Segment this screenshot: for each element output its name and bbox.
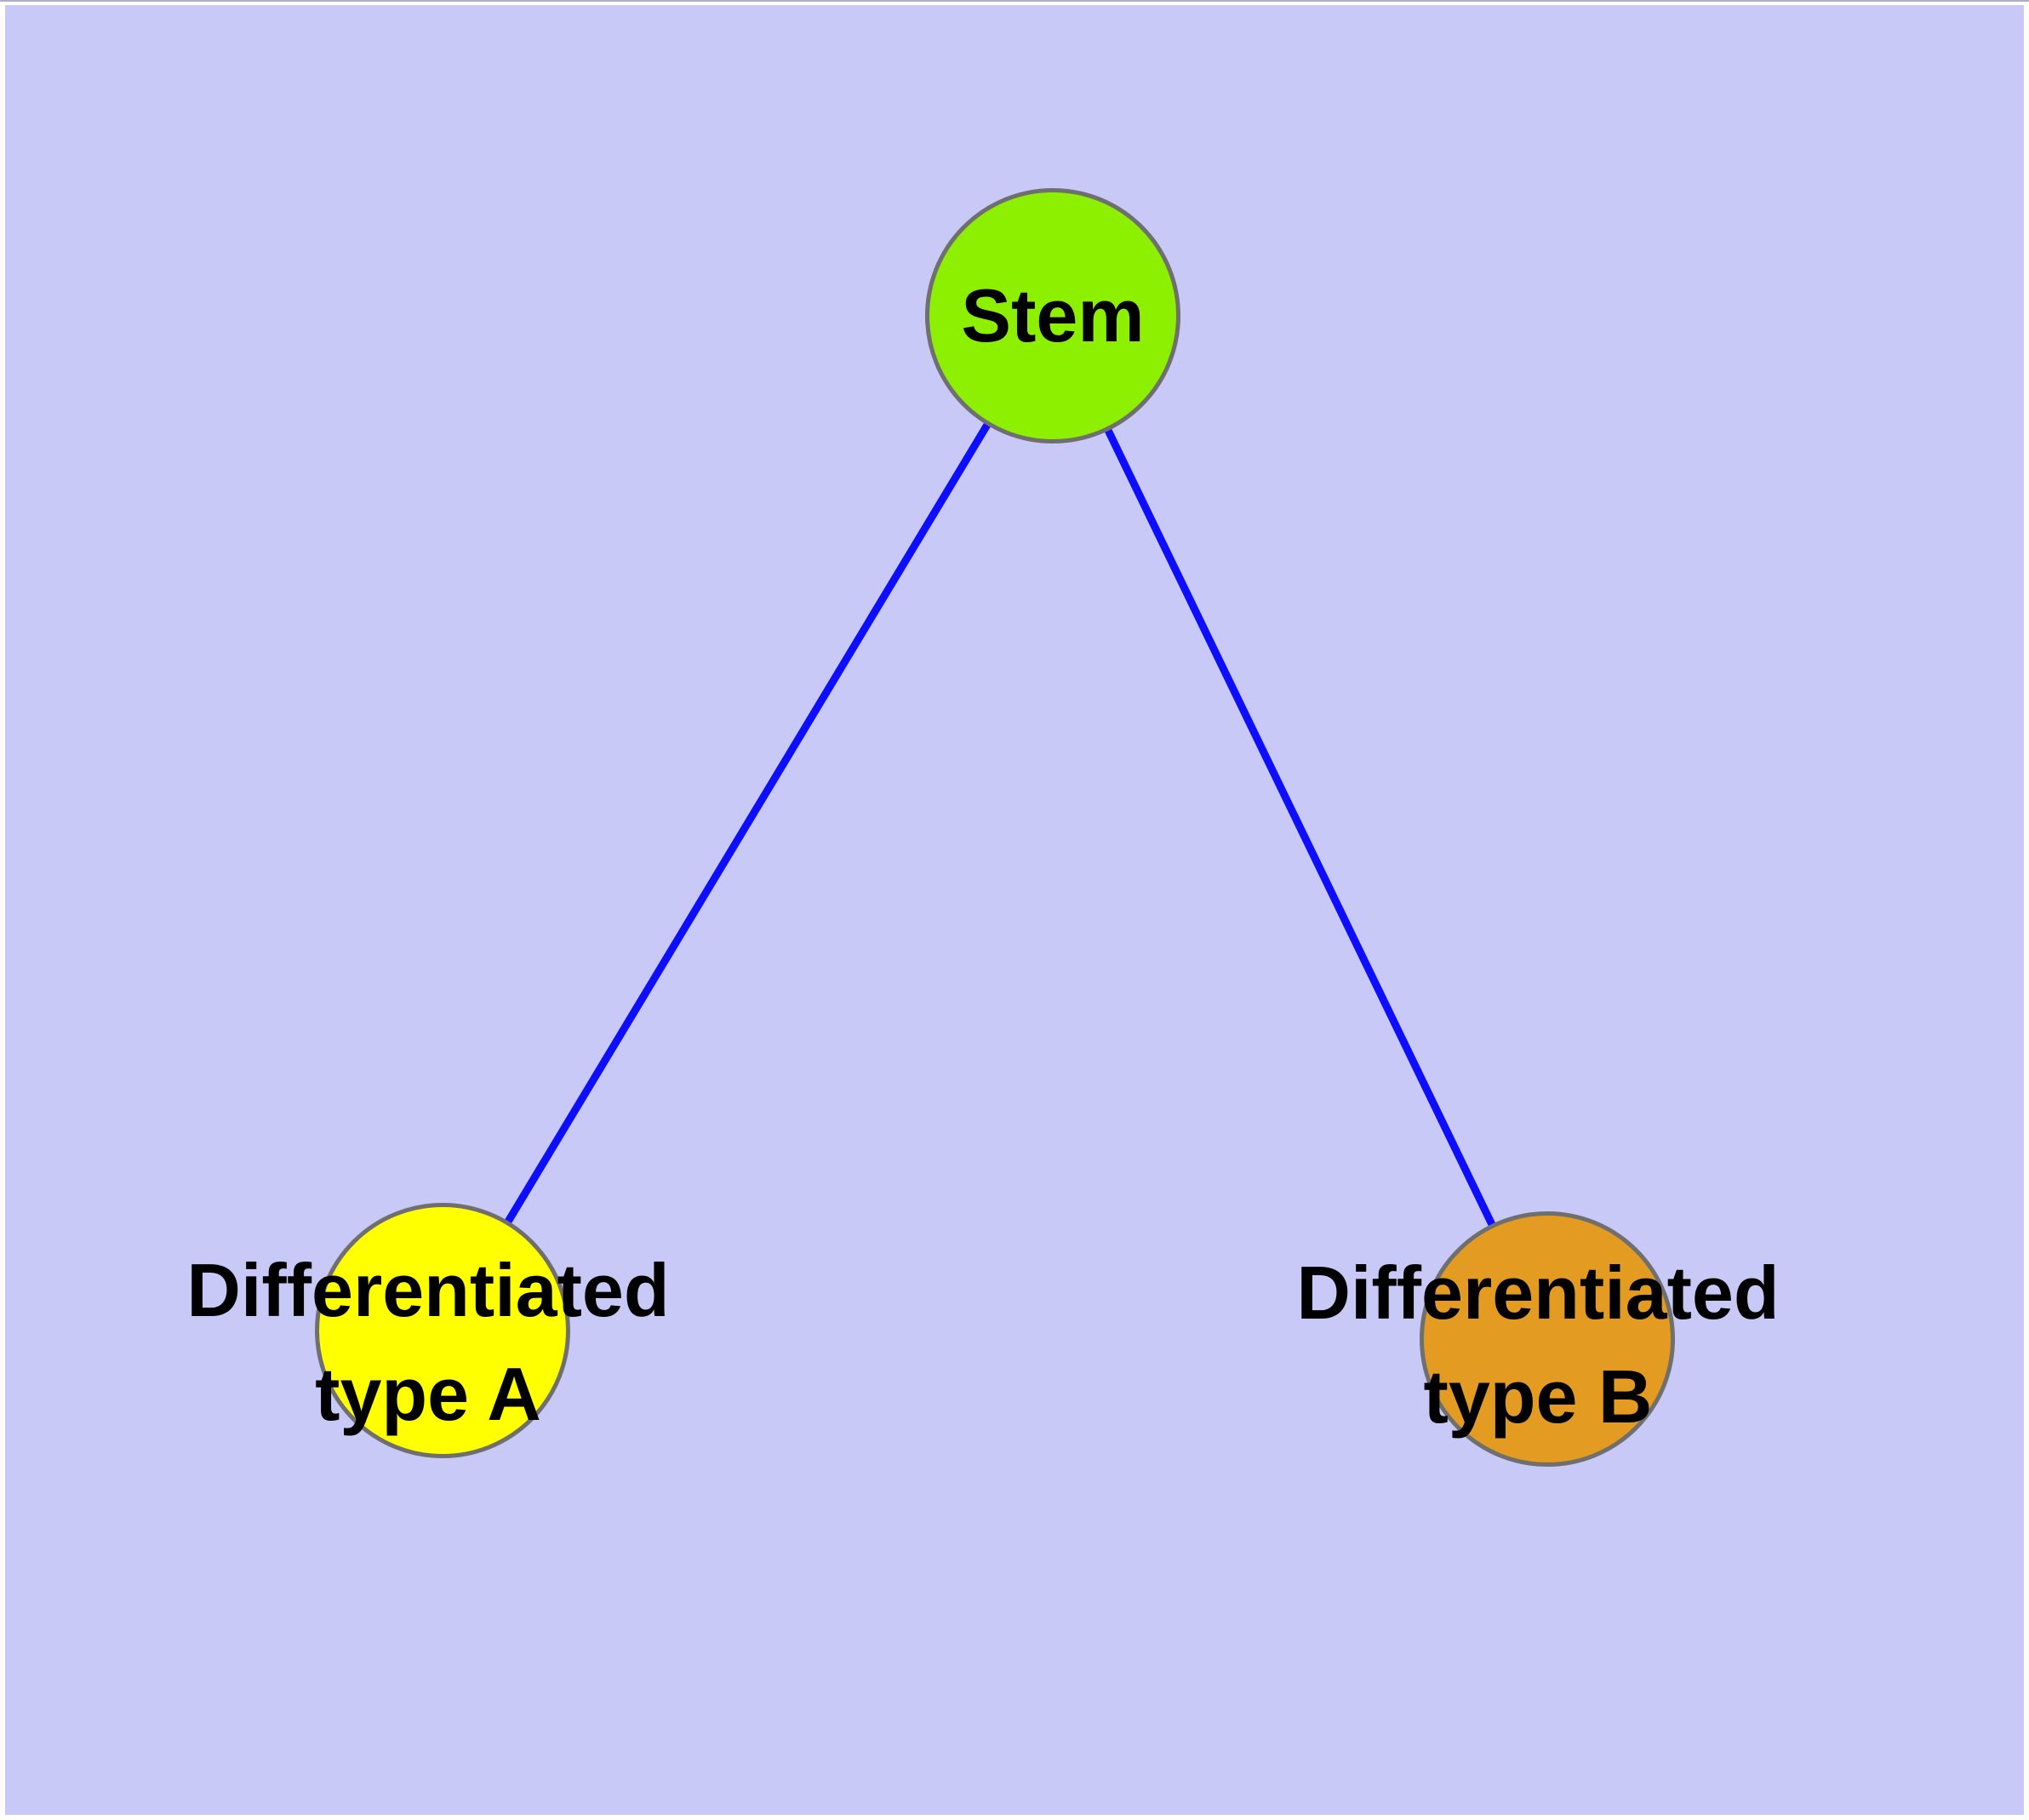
node-stem: Stem — [925, 188, 1180, 444]
node-differentiated-type-b — [1420, 1211, 1675, 1467]
plot-canvas: Stem Differentiated type A Differentiate… — [5, 5, 2024, 1815]
label-line: type A — [315, 1352, 541, 1436]
image-top-border — [0, 0, 2029, 2]
label-line: Differentiated — [186, 1248, 670, 1332]
node-differentiated-type-a-label: Differentiated type A — [3, 1239, 854, 1446]
edge-stem-to-type-a — [439, 313, 1056, 1333]
node-differentiated-type-b-label: Differentiated type B — [1112, 1241, 1963, 1449]
node-differentiated-type-a — [315, 1203, 570, 1458]
edge-stem-to-type-b — [1049, 314, 1552, 1341]
node-stem-label: Stem — [961, 273, 1145, 358]
label-line: type B — [1423, 1354, 1653, 1439]
edges-layer — [439, 313, 1552, 1341]
label-line: Differentiated — [1296, 1251, 1780, 1335]
